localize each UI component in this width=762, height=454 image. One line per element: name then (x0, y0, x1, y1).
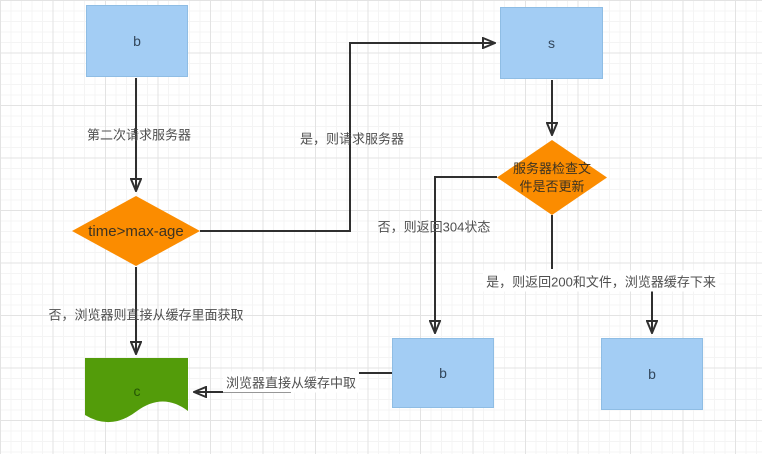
node-check-update-label-line1: 服务器检查文 (512, 160, 591, 176)
node-cache-document-label: c (133, 383, 141, 399)
edge-label-no-use-cache: 否，浏览器则直接从缓存里面获取 (48, 307, 244, 323)
node-server-label: s (548, 35, 555, 51)
node-cache-document: c (85, 358, 189, 434)
edge-label-browser-read-cache: 浏览器直接从缓存中取 (222, 371, 360, 393)
edge-label-yes-return-200: 是，则返回200和文件，浏览器缓存下来 (483, 270, 719, 292)
diamond-shape (72, 196, 200, 266)
node-check-update: 服务器检查文 件是否更新 (497, 140, 607, 215)
node-check-update-label: 服务器检查文 件是否更新 (497, 140, 607, 215)
node-server: s (500, 7, 603, 79)
node-browser-200: b (601, 338, 703, 410)
edge-label-no-return-304: 否，则返回304状态 (377, 219, 491, 235)
edge-check-expire-to-server (200, 43, 495, 232)
node-browser-304-label: b (439, 365, 447, 381)
document-shape (85, 358, 188, 423)
node-check-expire: time>max-age (72, 196, 200, 266)
node-check-update-label-line2: 件是否更新 (519, 178, 585, 194)
node-browser-first-label: b (133, 33, 141, 49)
edge-check-update-to-browser-304 (435, 176, 497, 333)
edge-label-second-request: 第二次请求服务器 (86, 127, 192, 143)
node-browser-first: b (86, 5, 188, 77)
edge-label-yes-request-server: 是，则请求服务器 (299, 131, 405, 147)
node-check-expire-label: time>max-age (88, 222, 184, 240)
node-browser-200-label: b (648, 366, 656, 382)
node-browser-304: b (392, 338, 494, 408)
diamond-shape (497, 140, 607, 215)
